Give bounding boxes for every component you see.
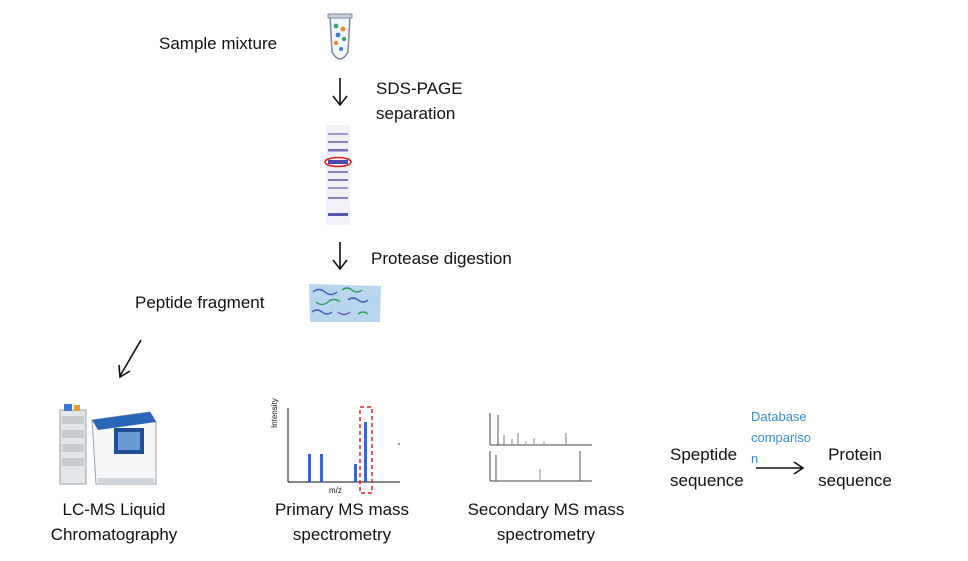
peptide-fragment-label: Peptide fragment	[135, 293, 265, 312]
secondary-ms-spectrum-image	[489, 413, 592, 482]
primary-ms-label-line2: spectrometry	[292, 525, 392, 544]
sds-page-label: SDS-PAGE	[376, 79, 463, 98]
protein-label-line2: sequence	[818, 471, 892, 490]
sample-mixture-label: Sample mixture	[159, 34, 278, 53]
diagonal-arrow-icon	[118, 339, 142, 379]
database-label-line1: Database	[751, 409, 807, 424]
secondary-ms-label-line2: spectrometry	[496, 525, 596, 544]
down-arrow-icon	[332, 242, 348, 271]
separation-label: separation	[376, 104, 456, 123]
protein-label-line1: Protein	[828, 445, 882, 464]
database-label-line3: n	[751, 451, 759, 466]
primary-ms-spectrum-image	[287, 406, 400, 494]
mz-axis-label: m/z	[329, 486, 342, 495]
primary-ms-label-line1: Primary MS mass	[274, 500, 410, 519]
intensity-axis-label: Intensity	[270, 398, 279, 428]
lcms-instrument-image	[59, 404, 157, 485]
database-label-line2: compariso	[751, 430, 811, 445]
lcms-label-line2: Chromatography	[50, 525, 178, 544]
gel-lane-image	[324, 125, 352, 225]
secondary-ms-label-line1: Secondary MS mass	[467, 500, 625, 519]
right-arrow-icon	[756, 461, 805, 475]
sample-tube-icon	[327, 13, 353, 60]
down-arrow-icon	[332, 78, 348, 107]
lcms-label-line1: LC-MS Liquid	[62, 500, 166, 519]
protease-digestion-label: Protease digestion	[371, 249, 512, 268]
peptide-fragment-image	[309, 284, 381, 322]
speptide-label-line2: sequence	[670, 471, 744, 490]
speptide-label-line1: Speptide	[670, 445, 738, 464]
